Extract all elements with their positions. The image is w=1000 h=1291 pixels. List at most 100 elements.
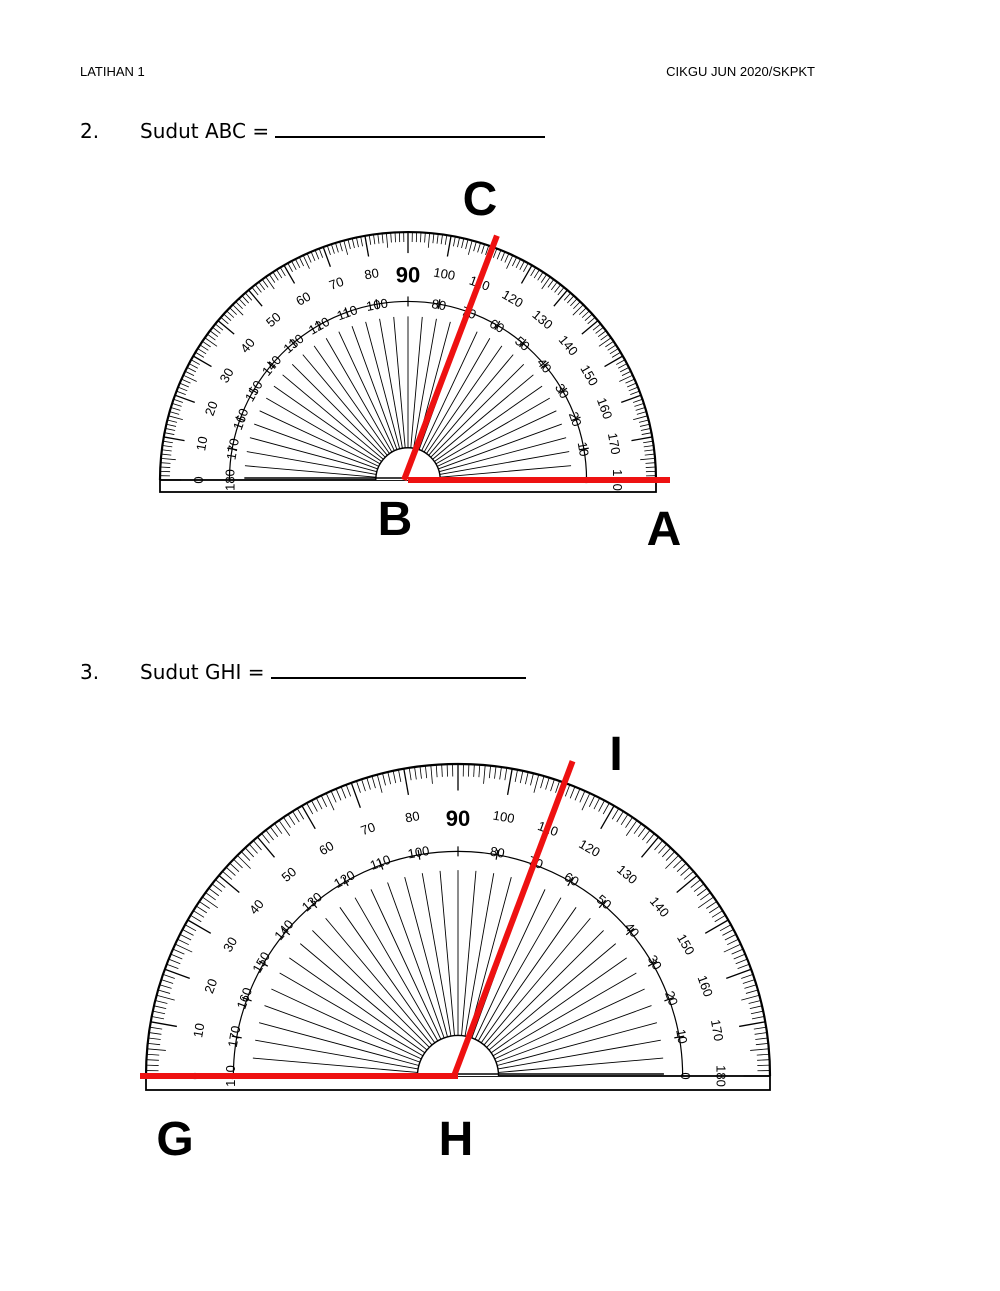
- tick-mark: [179, 933, 192, 941]
- tick-mark: [217, 320, 235, 335]
- point-label-b: B: [378, 493, 413, 546]
- tick-mark: [735, 958, 748, 965]
- tick-mark: [371, 775, 376, 789]
- inner-tick-mark: [494, 320, 501, 330]
- tick-mark: [550, 281, 558, 291]
- radial-line: [428, 354, 514, 456]
- inner-tick-mark: [342, 876, 349, 887]
- tick-mark: [555, 780, 560, 793]
- tick-mark: [741, 994, 760, 1001]
- tick-mark: [436, 233, 439, 244]
- tick-mark: [232, 304, 244, 316]
- tick-mark: [616, 359, 626, 365]
- inner-scale-number: 10: [575, 441, 592, 458]
- tick-mark: [587, 316, 596, 325]
- tick-mark: [621, 370, 632, 376]
- inner-scale-number: 60: [562, 869, 582, 889]
- tick-mark: [564, 784, 571, 797]
- tick-mark: [512, 256, 518, 267]
- tick-mark: [268, 274, 276, 283]
- tick-mark: [291, 260, 297, 270]
- tick-mark: [540, 274, 548, 283]
- radial-line: [393, 316, 406, 448]
- radial-line: [312, 930, 430, 1048]
- tick-mark: [302, 255, 310, 269]
- inner-scale-number: 140: [271, 917, 296, 943]
- tick-mark: [343, 240, 349, 255]
- tick-mark: [208, 887, 220, 897]
- tick-mark: [644, 453, 655, 456]
- tick-mark: [287, 262, 293, 272]
- radial-line: [461, 870, 477, 1036]
- tick-mark: [244, 292, 253, 301]
- tick-mark: [625, 817, 633, 828]
- radial-line: [370, 889, 442, 1040]
- tick-mark: [330, 244, 335, 254]
- radial-line: [483, 917, 591, 1046]
- radial-line: [494, 988, 645, 1060]
- tick-mark: [408, 767, 412, 781]
- radial-line: [464, 873, 495, 1037]
- tick-mark: [184, 924, 197, 932]
- answer-blank[interactable]: [270, 659, 526, 679]
- inner-scale-number: 100: [407, 843, 431, 862]
- radial-line: [246, 451, 377, 475]
- inner-tick-mark: [625, 927, 635, 936]
- tick-mark: [172, 948, 185, 955]
- tick-mark: [314, 249, 320, 260]
- radial-line: [439, 451, 570, 475]
- tick-mark: [584, 313, 593, 321]
- tick-mark: [578, 307, 587, 315]
- outer-scale-number: 50: [278, 864, 299, 885]
- inner-tick-mark: [437, 299, 441, 310]
- radial-line: [266, 397, 381, 465]
- tick-mark: [643, 440, 654, 444]
- tick-mark: [665, 851, 676, 861]
- tick-mark: [602, 802, 610, 815]
- tick-mark: [318, 248, 324, 258]
- inner-tick-mark: [266, 361, 276, 369]
- inner-tick-mark: [674, 1035, 685, 1039]
- tick-mark: [310, 251, 316, 262]
- answer-blank[interactable]: [275, 118, 546, 138]
- inner-tick-mark: [235, 416, 246, 422]
- tick-mark: [315, 797, 323, 810]
- tick-mark: [520, 264, 533, 284]
- radial-line: [255, 1039, 419, 1070]
- tick-mark: [641, 432, 652, 435]
- radial-line: [498, 1057, 664, 1073]
- tick-mark: [435, 764, 438, 778]
- outer-scale-number: 70: [327, 274, 346, 293]
- tick-mark: [377, 233, 380, 244]
- inner-scale-number: 0: [678, 1072, 693, 1079]
- radial-line: [351, 326, 398, 450]
- outer-scale-number: 40: [237, 335, 258, 356]
- tick-mark: [573, 301, 581, 310]
- tick-mark: [190, 359, 200, 365]
- tick-mark: [148, 1037, 161, 1040]
- tick-mark: [390, 232, 392, 243]
- radial-line: [486, 930, 604, 1048]
- tick-mark: [350, 782, 361, 808]
- tick-mark: [563, 292, 572, 301]
- outer-scale-number: 60: [293, 289, 313, 309]
- tick-mark: [457, 237, 460, 248]
- tick-mark: [188, 363, 198, 369]
- tick-mark: [515, 258, 521, 269]
- inner-scale-number: 170: [225, 1025, 244, 1049]
- outer-scale-number: 130: [614, 862, 640, 887]
- tick-mark: [424, 232, 426, 243]
- question-3: 3.Sudut GHI =: [80, 659, 526, 684]
- radial-line: [289, 957, 426, 1054]
- tick-mark: [569, 786, 576, 799]
- radial-line: [434, 385, 543, 462]
- inner-scale-number: 40: [622, 920, 643, 941]
- tick-mark: [625, 378, 635, 384]
- outer-scale-number: 100: [492, 808, 516, 827]
- question-number: 2.: [80, 119, 100, 143]
- tick-mark: [496, 249, 502, 260]
- tick-mark: [634, 402, 644, 407]
- outer-scale-number: 120: [500, 287, 526, 311]
- radial-line: [273, 385, 382, 462]
- tick-mark: [195, 351, 205, 358]
